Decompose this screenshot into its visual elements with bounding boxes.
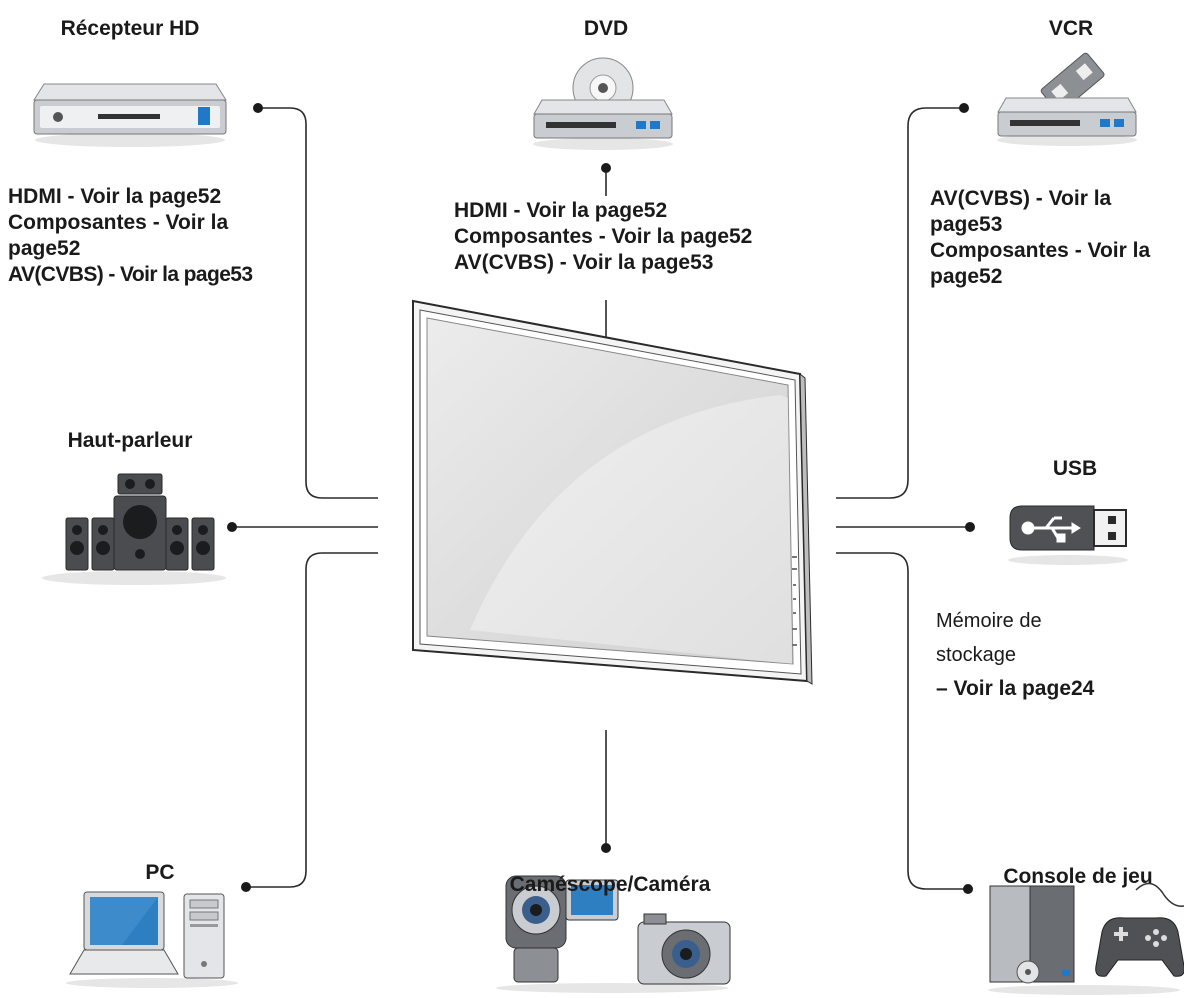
usb-line-1: Mémoire de xyxy=(936,610,1042,632)
dvd-connections: HDMI - Voir la page52 Composantes - Voir… xyxy=(454,198,752,276)
dvd-player-icon xyxy=(533,57,673,150)
port-dot-speaker xyxy=(227,522,237,532)
speaker-system-icon xyxy=(42,473,226,585)
camcorder-camera-icon xyxy=(496,875,731,993)
port-dot-hd-receiver xyxy=(253,103,263,113)
vcr-line-1: AV(CVBS) - Voir la xyxy=(930,187,1112,210)
vcr-connections: AV(CVBS) - Voir la page53 Composantes - … xyxy=(930,186,1150,290)
pc-title: PC xyxy=(145,861,175,884)
hd-receiver-line-4: AV(CVBS) - Voir la page53 xyxy=(8,263,253,286)
vcr-icon xyxy=(997,52,1137,146)
hd-receiver-icon xyxy=(33,83,227,147)
camcorder-title: Caméscope/Caméra xyxy=(509,873,711,896)
port-dot-dvd xyxy=(601,163,611,173)
dvd-line-2: Composantes - Voir la page52 xyxy=(454,225,753,248)
vcr-line-3: Composantes - Voir la xyxy=(930,239,1151,262)
console-title: Console de jeu xyxy=(1003,865,1153,888)
vcr-line-4: page52 xyxy=(930,265,1003,288)
hd-receiver-line-1: HDMI - Voir la page52 xyxy=(8,185,222,208)
usb-line-2: stockage xyxy=(936,644,1017,666)
dvd-line-3: AV(CVBS) - Voir la page53 xyxy=(454,251,714,274)
game-console-icon xyxy=(988,882,1184,995)
wire-pc xyxy=(246,552,378,888)
dvd-line-1: HDMI - Voir la page52 xyxy=(454,199,668,222)
dvd-title: DVD xyxy=(583,17,629,40)
speaker-title: Haut-parleur xyxy=(67,429,193,452)
hd-receiver-title: Récepteur HD xyxy=(60,17,200,40)
wire-console xyxy=(836,552,968,890)
pc-icon xyxy=(66,891,238,988)
usb-stick-icon xyxy=(1008,505,1128,565)
wire-hd-receiver xyxy=(258,107,378,499)
wire-vcr xyxy=(836,107,964,499)
port-dot-camcorder xyxy=(601,843,611,853)
hd-receiver-line-3: page52 xyxy=(8,237,81,260)
port-dot-usb xyxy=(965,522,975,532)
usb-line-3: – Voir la page24 xyxy=(936,677,1095,700)
hd-receiver-line-2: Composantes - Voir la xyxy=(8,211,229,234)
vcr-title: VCR xyxy=(1048,17,1094,40)
usb-title: USB xyxy=(1052,457,1098,480)
port-dot-pc xyxy=(241,882,251,892)
port-dot-console xyxy=(963,884,973,894)
usb-description: Mémoire de stockage – Voir la page24 xyxy=(936,604,1094,706)
port-dot-vcr xyxy=(959,103,969,113)
vcr-line-2: page53 xyxy=(930,213,1003,236)
monitor-illustration xyxy=(412,299,813,685)
hd-receiver-connections: HDMI - Voir la page52 Composantes - Voir… xyxy=(8,184,253,288)
